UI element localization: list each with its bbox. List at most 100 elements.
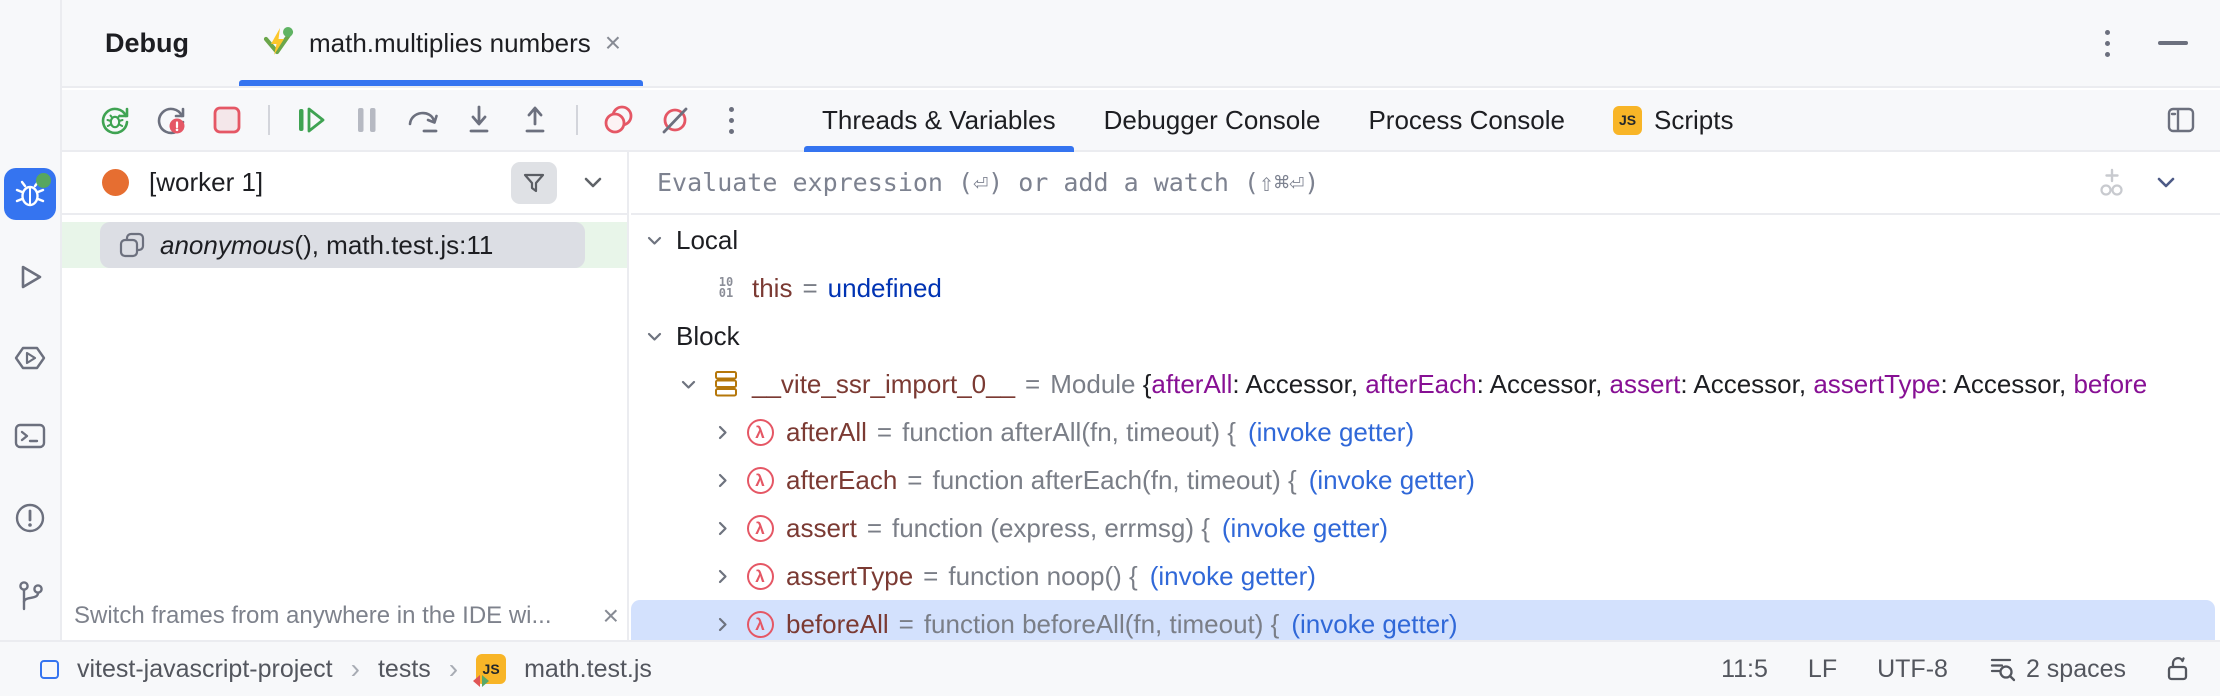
terminal-icon: [14, 423, 46, 449]
step-out-button[interactable]: [512, 98, 558, 142]
more-options-icon[interactable]: [2099, 24, 2116, 63]
hide-tool-window-icon[interactable]: [2158, 41, 2188, 45]
variables-panel: Evaluate expression (⏎) or add a watch (…: [631, 152, 2220, 640]
frame-location: (), math.test.js:11: [294, 229, 494, 260]
line-ending[interactable]: LF: [1807, 654, 1838, 683]
services-tool-button[interactable]: [14, 342, 46, 374]
rerun-failed-icon: [157, 107, 185, 135]
pause-button[interactable]: [344, 98, 390, 142]
tree-row-module[interactable]: __vite_ssr_import_0__ = Module {afterAll…: [631, 360, 2220, 408]
resume-button[interactable]: [288, 98, 334, 142]
more-actions-button[interactable]: [708, 98, 754, 142]
breadcrumb-separator-icon: ›: [448, 653, 459, 684]
frame-description: anonymous(), math.test.js:11: [160, 230, 493, 261]
frames-list: anonymous(), math.test.js:11: [62, 222, 627, 268]
tree-row-getter[interactable]: λ afterAll = function afterAll(fn, timeo…: [631, 408, 2220, 456]
variable-name: this: [752, 272, 793, 303]
tree-row-getter-selected[interactable]: λ beforeAll = function beforeAll(fn, tim…: [631, 600, 2215, 640]
caret-position[interactable]: 11:5: [1721, 654, 1768, 683]
preview-value: : Accessor,: [1680, 368, 1814, 399]
invoke-getter-link[interactable]: (invoke getter): [1247, 416, 1415, 447]
invoke-getter-link[interactable]: (invoke getter): [1308, 464, 1475, 495]
preview-value: : Accessor,: [1940, 368, 2074, 399]
chevron-collapsed-icon[interactable]: [714, 424, 744, 441]
equals-sign: =: [1025, 368, 1041, 399]
js-label: JS: [482, 661, 500, 677]
close-icon[interactable]: ×: [604, 27, 622, 58]
add-watch-icon[interactable]: [2096, 167, 2128, 199]
test-marker-icon: [473, 675, 490, 687]
module-icon: [710, 370, 742, 398]
breadcrumb-separator-icon: ›: [350, 653, 360, 684]
thread-dropdown-chevron-icon[interactable]: [583, 176, 603, 190]
pause-icon: [358, 108, 376, 132]
invoke-getter-link[interactable]: (invoke getter): [1221, 512, 1389, 543]
chevron-collapsed-icon[interactable]: [714, 616, 744, 633]
group-label: Block: [676, 320, 740, 351]
stack-frame-item[interactable]: anonymous(), math.test.js:11: [100, 222, 585, 268]
tab-process-console[interactable]: Process Console: [1344, 90, 1589, 150]
function-icon: λ: [744, 610, 776, 638]
invoke-getter-link[interactable]: (invoke getter): [1149, 560, 1316, 591]
step-into-button[interactable]: [456, 98, 502, 142]
tree-group-block[interactable]: Block: [631, 312, 2220, 360]
invoke-getter-link[interactable]: (invoke getter): [1291, 608, 1458, 639]
tab-label: Debugger Console: [1103, 104, 1321, 135]
preview-key: afterEach: [1365, 368, 1477, 399]
view-breakpoints-button[interactable]: [596, 98, 642, 142]
layout-settings-button[interactable]: [2158, 98, 2204, 142]
rerun-icon: [101, 107, 129, 135]
function-icon: λ: [744, 466, 776, 494]
mute-breakpoints-icon: [662, 107, 688, 134]
open-brace: {: [1142, 368, 1152, 399]
chevron-collapsed-icon[interactable]: [714, 472, 744, 489]
unlocked-icon[interactable]: [2166, 655, 2192, 683]
layout-icon: [2167, 107, 2195, 133]
tree-group-local[interactable]: Local: [631, 216, 2220, 264]
indent-label: 2 spaces: [2025, 654, 2126, 683]
chevron-expanded-icon[interactable]: [680, 376, 710, 393]
terminal-tool-button[interactable]: [14, 421, 46, 451]
view-breakpoints-icon: [604, 105, 633, 134]
tree-row-getter[interactable]: λ assertType = function noop() { (invoke…: [631, 552, 2220, 600]
rerun-button[interactable]: [92, 98, 138, 142]
tab-debugger-console[interactable]: Debugger Console: [1080, 90, 1345, 150]
status-bar: vitest-javascript-project › tests › JS m…: [0, 640, 2220, 696]
rerun-failed-tests-button[interactable]: [148, 98, 194, 142]
breadcrumb-file[interactable]: math.test.js: [524, 654, 652, 683]
indent-widget[interactable]: 2 spaces: [1988, 655, 2126, 684]
tab-scripts[interactable]: JS Scripts: [1589, 90, 1757, 150]
variable-name: afterEach: [786, 464, 898, 495]
variable-value: function afterEach(fn, timeout) {: [932, 464, 1297, 495]
problems-tool-button[interactable]: [14, 502, 46, 534]
evaluate-row-icons: [2096, 167, 2176, 199]
tab-label: Threads & Variables: [822, 104, 1056, 135]
chevron-collapsed-icon[interactable]: [714, 520, 744, 537]
version-control-tool-button[interactable]: [15, 580, 45, 612]
chevron-collapsed-icon[interactable]: [714, 568, 744, 585]
evaluate-expression-input[interactable]: Evaluate expression (⏎) or add a watch (…: [657, 168, 1320, 197]
breadcrumb-project[interactable]: vitest-javascript-project: [77, 654, 333, 683]
chevron-expanded-icon[interactable]: [646, 232, 676, 249]
expand-watches-chevron-icon[interactable]: [2156, 176, 2176, 190]
hide-library-frames-button[interactable]: [511, 161, 557, 204]
stop-button[interactable]: [204, 98, 250, 142]
step-over-button[interactable]: [400, 98, 446, 142]
tree-row-getter[interactable]: λ afterEach = function afterEach(fn, tim…: [631, 456, 2220, 504]
status-widgets: 11:5 LF UTF-8 2 spaces: [1721, 655, 2192, 684]
chevron-expanded-icon[interactable]: [646, 328, 676, 345]
mute-breakpoints-button[interactable]: [652, 98, 698, 142]
tree-row-getter[interactable]: λ assert = function (express, errmsg) { …: [631, 504, 2220, 552]
step-out-icon: [525, 106, 545, 133]
close-icon[interactable]: ×: [602, 600, 619, 631]
equals-sign: =: [802, 272, 818, 303]
tab-threads-variables[interactable]: Threads & Variables: [798, 90, 1080, 152]
run-tool-button[interactable]: [15, 262, 45, 292]
breadcrumb-folder[interactable]: tests: [377, 654, 431, 683]
debug-tool-button[interactable]: [4, 168, 56, 220]
debug-session-tab[interactable]: math.multiplies numbers ×: [239, 0, 644, 86]
file-encoding[interactable]: UTF-8: [1877, 654, 1948, 683]
debug-active-dot: [36, 173, 51, 188]
